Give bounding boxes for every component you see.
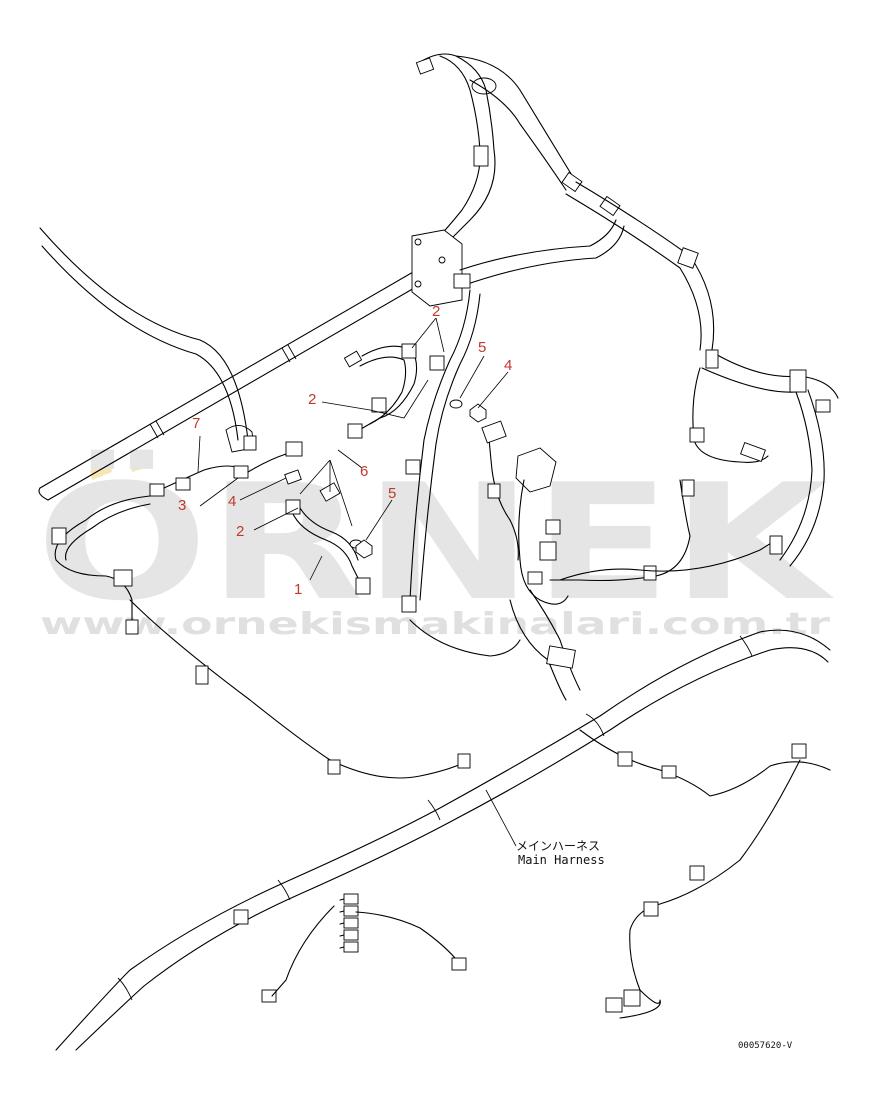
main-harness (55, 629, 831, 1051)
callout-5-top: 5 (478, 339, 486, 356)
watermark-url: www.ornekismakinalari.com.tr (40, 607, 830, 642)
callout-7: 7 (192, 415, 200, 432)
lower-right-branch (579, 729, 831, 1019)
main-harness-label-jp: メインハーネス (516, 839, 600, 853)
callout-2-mid: 2 (308, 391, 316, 408)
callout-4-top: 4 (504, 357, 512, 374)
right-branch-cables (549, 367, 783, 582)
callout-6: 3 (178, 497, 186, 514)
fasteners (349, 399, 487, 559)
callout-1: 1 (294, 581, 302, 598)
callout-2-left: 2 (236, 523, 244, 540)
top-harness (415, 53, 839, 567)
callout-labels: 2 2 2 5 4 6 5 7 4 3 1 (178, 303, 512, 598)
callout-3: 4 (228, 493, 236, 510)
watermark: ÖRNEK www.ornekismakinalari.com.tr (36, 448, 834, 642)
upper-arc-cable (39, 227, 257, 453)
lower-left-long-cable (125, 599, 471, 779)
callout-4-mid: 5 (388, 485, 396, 502)
leader-lines (197, 317, 517, 847)
middle-vertical-cable (401, 289, 481, 613)
main-harness-label: メインハーネス Main Harness (516, 839, 605, 867)
center-bracket (411, 219, 625, 307)
figure-code: 00057620-V (738, 1041, 793, 1051)
watermark-brand: ÖRNEK (36, 448, 834, 636)
center-connector-cluster (409, 420, 581, 701)
watermark-accent-mark-right (130, 455, 152, 472)
callout-5-mid: 6 (360, 463, 368, 480)
left-harness-loop (51, 441, 303, 627)
lower-connector-cluster (271, 893, 467, 997)
main-harness-label-en: Main Harness (518, 853, 605, 867)
callout-2-top: 2 (432, 303, 440, 320)
